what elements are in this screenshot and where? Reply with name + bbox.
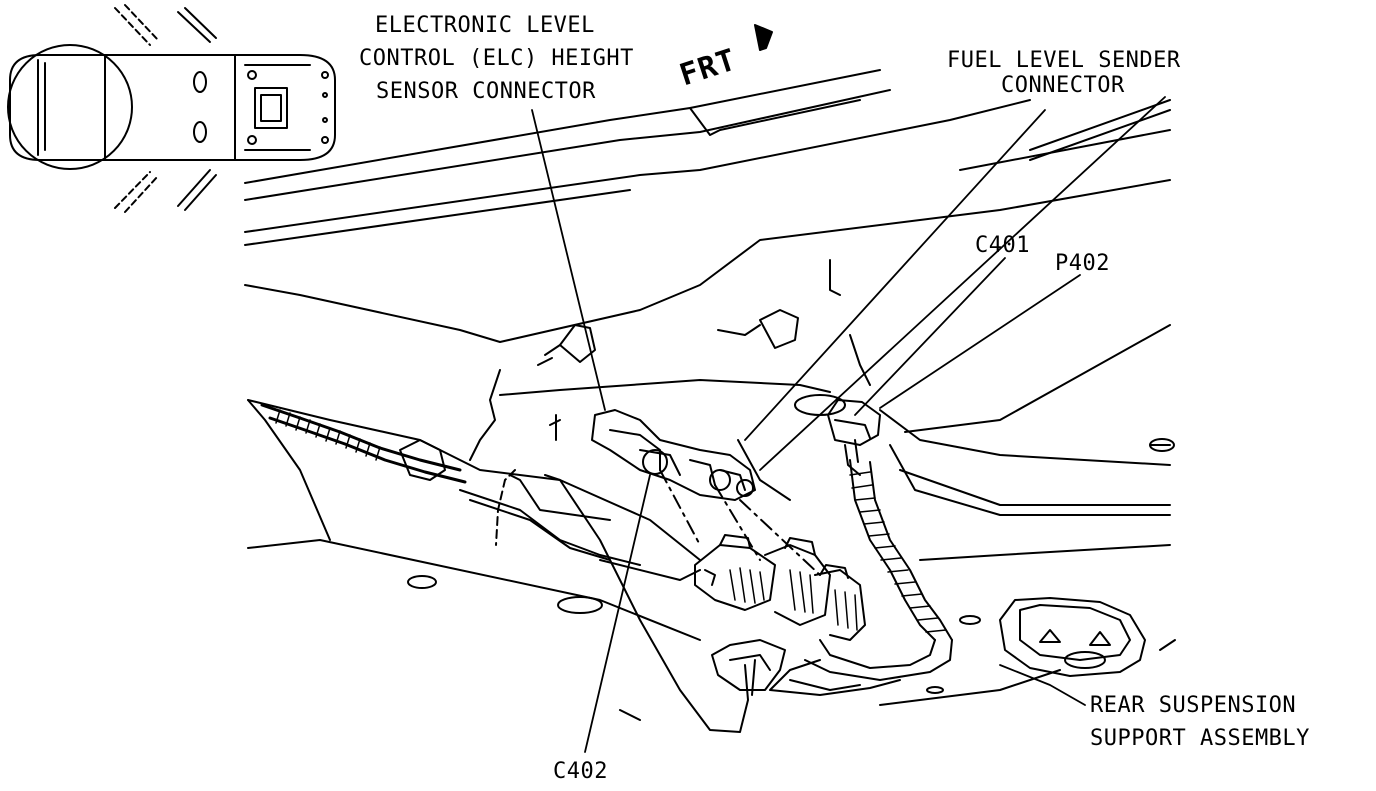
elc-connector-assembly — [591, 409, 821, 576]
elc-label-line2: CONTROL (ELC) HEIGHT — [359, 46, 634, 71]
callout-labels: ELECTRONIC LEVEL CONTROL (ELC) HEIGHT SE… — [359, 13, 1310, 784]
fuel-sender-label-line1: FUEL LEVEL SENDER — [947, 48, 1181, 73]
elc-label-line3: SENSOR CONNECTOR — [376, 79, 596, 104]
rear-suspension-label-line1: REAR SUSPENSION — [1090, 693, 1296, 718]
lower-connector-bracket — [711, 639, 861, 696]
underbody-structure — [244, 69, 1175, 733]
frt-label: FRT — [675, 42, 740, 93]
p402-label: P402 — [1055, 251, 1110, 276]
mating-connectors — [694, 534, 866, 641]
leader-lines — [531, 96, 1166, 753]
front-direction-indicator: FRT — [675, 24, 773, 93]
c401-label: C401 — [975, 233, 1030, 258]
elc-label-line1: ELECTRONIC LEVEL — [375, 13, 595, 38]
frt-arrow-icon — [754, 24, 773, 51]
c402-label: C402 — [553, 759, 608, 784]
fuel-sender-label-line2: CONNECTOR — [1001, 73, 1125, 98]
fuel-sender-harness — [769, 394, 953, 696]
rear-suspension-support — [999, 597, 1176, 677]
vehicle-locator-inset — [7, 4, 336, 213]
rear-suspension-label-line2: SUPPORT ASSEMBLY — [1090, 726, 1310, 751]
